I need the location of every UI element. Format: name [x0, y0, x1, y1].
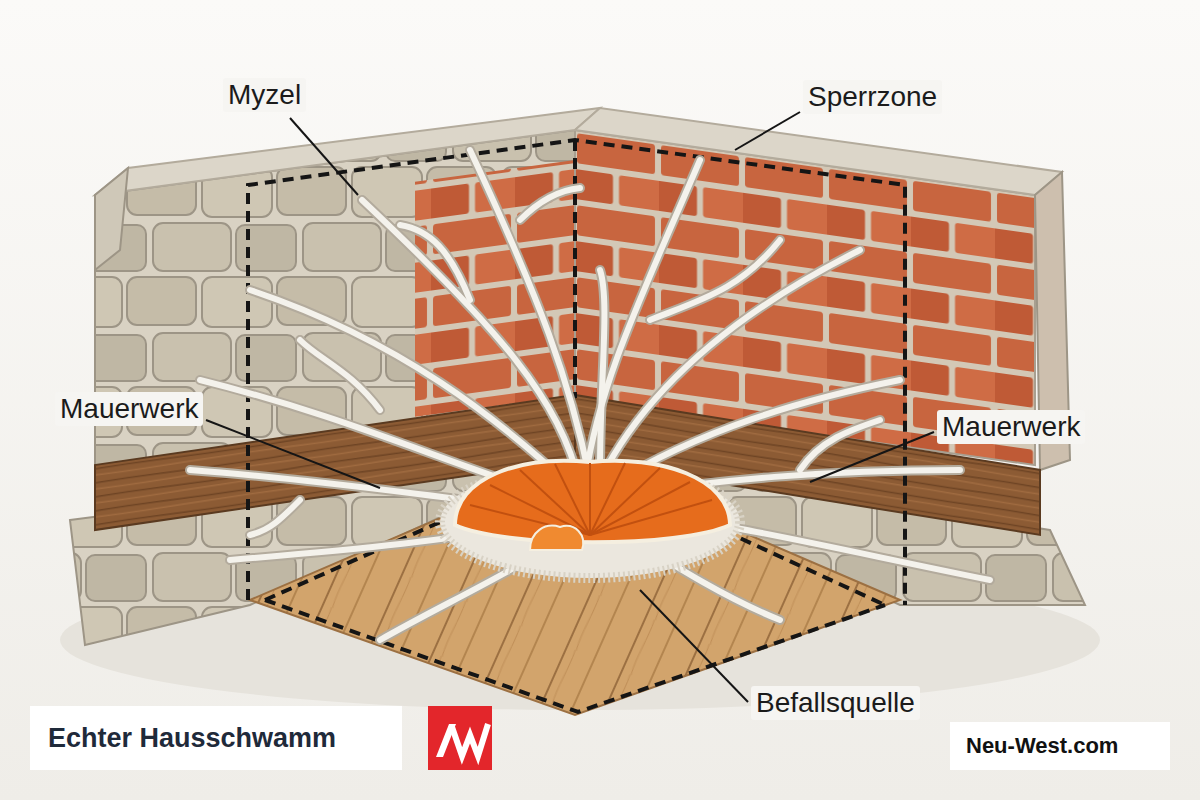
mycelium: [190, 150, 990, 640]
logo: [452, 724, 488, 756]
wall-structure: [95, 168, 128, 270]
fruiting-body: [590, 482, 690, 535]
fruiting-body: [470, 463, 712, 535]
title-text: Echter Hausschwamm: [48, 723, 336, 754]
part-label: Befallsquelle: [751, 686, 920, 720]
mycelium: [190, 150, 990, 640]
fruiting-body: [440, 461, 740, 578]
part-label: Mauerwerk: [55, 392, 203, 426]
part-label: Mauerwerk: [937, 410, 1085, 444]
fruiting-body: [589, 463, 591, 535]
wall-structure: [95, 108, 600, 195]
part-label: Myzel: [223, 78, 306, 112]
leader-lines: [810, 432, 934, 482]
website-box: Neu-West.com: [950, 722, 1170, 770]
fruiting-body: [530, 526, 583, 550]
title-box: Echter Hausschwamm: [30, 706, 402, 770]
leader-lines: [735, 112, 800, 150]
leader-lines: [640, 590, 748, 702]
wall-structure: [70, 108, 1085, 715]
zone-label: Sperrzone: [803, 80, 942, 114]
website-watermark: Neu-West.com: [966, 733, 1118, 759]
fruiting-body: [555, 464, 590, 535]
barrier-zone-outline: [573, 140, 577, 398]
wall-structure: [250, 460, 900, 715]
leader-lines: [206, 420, 380, 488]
fruiting-body: [590, 500, 712, 535]
leader-lines: [290, 118, 358, 195]
fruiting-body: [455, 461, 730, 542]
logo: [428, 706, 492, 770]
fruiting-body: [590, 463, 625, 535]
leader-lines: [206, 112, 934, 702]
logo: [428, 706, 492, 770]
mycelium: [190, 150, 990, 640]
